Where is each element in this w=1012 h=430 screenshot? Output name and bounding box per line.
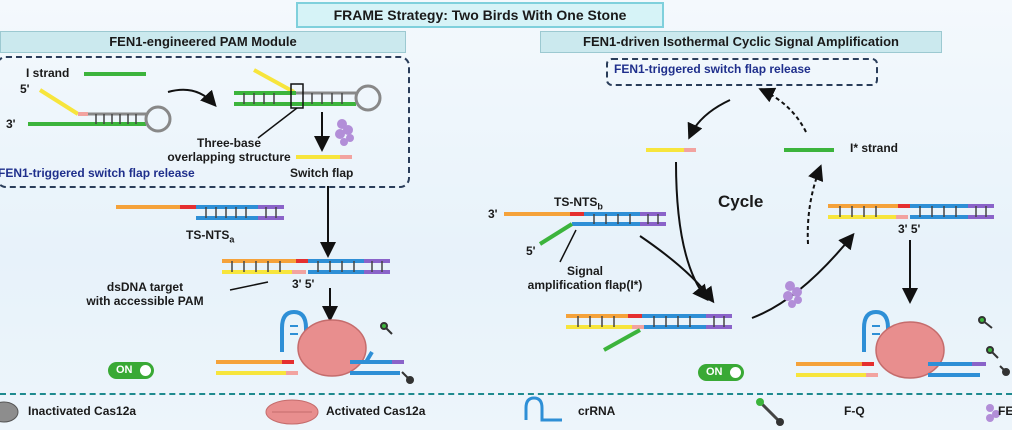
signal-pointer [559,229,577,263]
tsntsa-main: TS-NTS [186,228,230,242]
tsntsb-main: TS-NTS [554,195,598,209]
left-release-label: FEN1-triggered switch flap release [0,166,195,180]
left-prime-pair: 3' 5' [292,277,315,291]
probe-basepairs [95,114,137,124]
crrna-icon [524,396,562,422]
overlap-line2: overlapping structure [167,150,291,164]
switch-flap-label: Switch flap [290,166,354,180]
curved-arrow [167,88,217,107]
complex-right-blue-tail [928,362,980,377]
inactivated-cas12a-icon [0,401,19,423]
fq-icon [756,398,784,426]
arrow-istar-to-release [758,87,807,133]
right-panel-header: FEN1-driven Isothermal Cyclic Signal Amp… [540,31,942,53]
overlap-hairpin-loop [354,84,382,112]
tsntsb-sub: b [597,201,603,212]
tsntsb-label: TS-NTSb [554,195,603,211]
dsdna-pointer [229,281,269,291]
fq-reporter-left [380,322,414,384]
rtarget-basepairs [839,206,987,217]
overlap-pointer [257,107,298,139]
overlap-basepairs [243,93,343,104]
hybrid-basepairs [577,316,725,327]
signal-line2: amplification flap(I*) [527,278,643,292]
arrow-hybrid-to-target [751,232,855,319]
dsdna-target-label: dsDNA target with accessible PAM [60,280,230,308]
release-label-box [606,58,878,86]
fq-reporter-right [978,316,1010,376]
tsntsb-basepairs [593,214,659,224]
right-five-prime: 5' [526,244,536,258]
hybrid-green-flap [603,328,641,352]
pam-module-box [0,56,410,188]
fen1-enzyme-icon-right [783,281,802,308]
crrna-hairpin-left [280,309,308,352]
i-strand-label: I strand [26,66,70,80]
crrna-hairpin-right [862,309,890,352]
left-panel-header: FEN1-engineered PAM Module [0,31,406,53]
right-three-prime: 3' [488,207,498,221]
left-on-toggle: ON [108,362,154,379]
dsdna-line1: dsDNA target [106,280,184,294]
arrow-up-to-istar [806,164,824,245]
hairpin-loop [144,105,172,133]
target-basepairs [231,261,383,272]
yellow-flap [38,88,80,116]
complex-left-blue-tail [350,350,400,375]
tsntsa-sub: a [229,234,235,245]
dsdna-line2: with accessible PAM [86,294,204,308]
three-prime-label: 3' [6,117,16,131]
legend-fq: F-Q [844,404,865,418]
right-release-label: FEN1-triggered switch flap release [614,62,811,76]
legend-activated: Activated Cas12a [326,404,426,418]
arrow-tsntsb-down [639,235,715,304]
i-star-strand-label: I* strand [850,141,899,155]
tsntsa-label: TS-NTSa [186,228,234,244]
legend-inactivated: Inactivated Cas12a [28,404,137,418]
tsntsb-green-flap [538,222,574,246]
right-on-toggle: ON [698,364,744,381]
fen1-enzyme-icon [335,119,354,146]
arrow-release-to-flap [687,99,731,140]
activated-cas12a-right [875,321,945,379]
activated-cas12a-left [297,319,367,377]
overlap-line1: Three-base [196,136,262,150]
signal-flap-label: Signal amplification flap(I*) [500,264,670,292]
legend-divider [0,393,1012,395]
five-prime-label: 5' [20,82,30,96]
main-title: FRAME Strategy: Two Birds With One Stone [296,2,664,28]
legend-crrna: crRNA [578,404,616,418]
overlap-yellow [253,68,295,94]
tsntsa-basepairs [205,207,277,218]
signal-line1: Signal [566,264,603,278]
cycle-label: Cycle [718,192,764,211]
overlap-structure-label: Three-base overlapping structure [144,136,314,164]
legend-fen: FE [998,404,1012,418]
fen1-icon [986,404,1000,422]
right-prime-pair: 3' 5' [898,222,921,236]
